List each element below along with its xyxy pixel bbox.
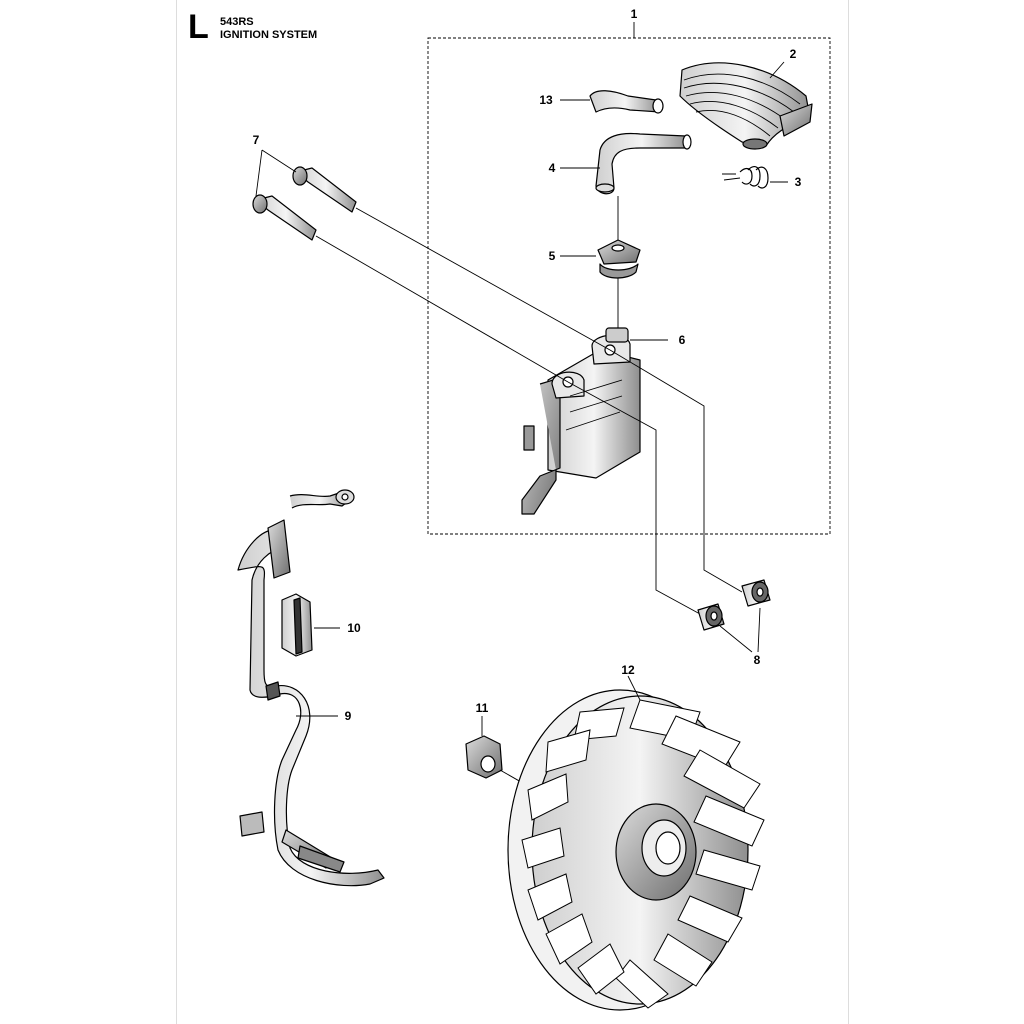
- spring-icon[interactable]: [722, 166, 769, 189]
- page-rule-left: [176, 0, 177, 1024]
- leader-8: [719, 607, 761, 653]
- leader-7: [255, 149, 297, 197]
- spacer-left-icon[interactable]: [697, 603, 725, 631]
- axis-8-right: [609, 349, 743, 593]
- axis-8-left: [567, 381, 701, 615]
- cable-clip-icon[interactable]: [281, 593, 313, 657]
- model-number: 543RS: [220, 16, 254, 28]
- section-letter: L: [188, 8, 209, 46]
- assembly-1-frame: [427, 37, 831, 535]
- leader-2: [769, 61, 785, 79]
- axis-7-lower: [315, 235, 569, 383]
- callout-3: 3: [795, 175, 802, 189]
- leader-12: [627, 675, 641, 701]
- page-rule-right: [848, 0, 849, 1024]
- screw-upper-icon[interactable]: [292, 166, 357, 213]
- callout-9: 9: [345, 709, 352, 723]
- plug-cover-icon[interactable]: [679, 62, 813, 150]
- screw-lower-icon[interactable]: [252, 194, 317, 241]
- ignition-module-icon[interactable]: [521, 327, 641, 515]
- callout-1: 1: [631, 7, 638, 21]
- flywheel-icon[interactable]: [507, 689, 765, 1011]
- callout-13: 13: [539, 93, 553, 107]
- callout-11: 11: [476, 701, 489, 715]
- lead-boot-icon[interactable]: [595, 132, 692, 195]
- contact-spring-icon[interactable]: [597, 239, 641, 279]
- flywheel-nut-icon[interactable]: [465, 735, 503, 779]
- callout-7: 7: [253, 133, 260, 147]
- spacer-right-icon[interactable]: [741, 579, 771, 607]
- callout-4: 4: [549, 161, 556, 175]
- tube-icon[interactable]: [589, 90, 664, 114]
- callout-5: 5: [549, 249, 556, 263]
- axis-7-upper: [355, 207, 611, 351]
- callout-8: 8: [754, 653, 761, 667]
- callout-10: 10: [347, 621, 361, 635]
- section-title: IGNITION SYSTEM: [220, 29, 318, 41]
- callout-12: 12: [621, 663, 635, 677]
- callout-6: 6: [679, 333, 686, 347]
- cable-harness-icon[interactable]: [237, 489, 385, 887]
- callout-2: 2: [790, 47, 797, 61]
